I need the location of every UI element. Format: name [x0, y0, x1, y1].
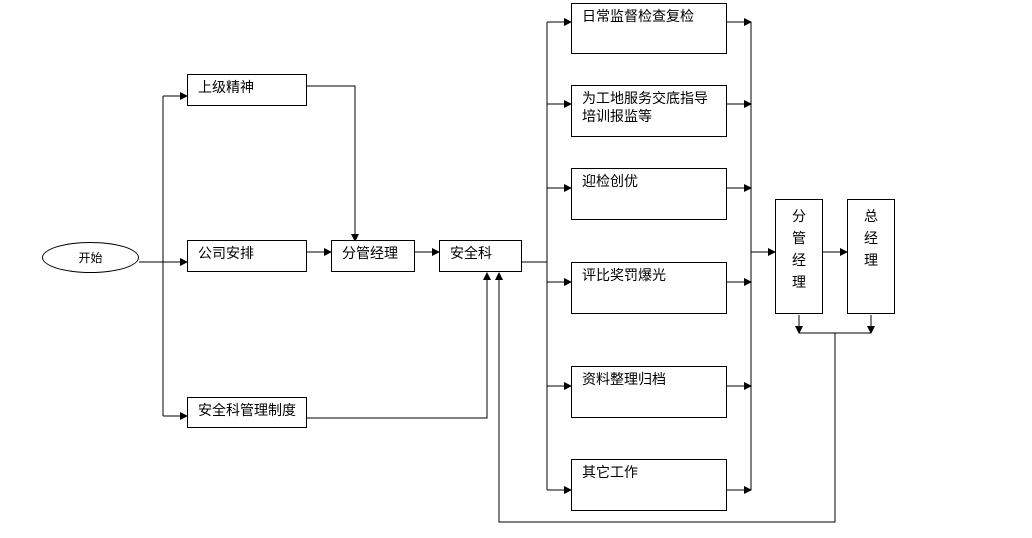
node-safety-system-label: 安全科管理制度: [198, 403, 296, 419]
node-archiving-label: 资料整理归档: [582, 372, 666, 388]
node-evaluation-label: 评比奖罚爆光: [582, 268, 666, 284]
node-safety-system: 安全科管理制度: [187, 397, 307, 428]
node-other-work-label: 其它工作: [582, 465, 638, 481]
node-evaluation: 评比奖罚爆光: [571, 262, 727, 314]
node-branch-manager-left: 分管经理: [331, 240, 415, 272]
edge-feedback-loop: [495, 272, 836, 523]
node-branch-manager-right-label: 分管经理: [792, 209, 806, 291]
node-safety-dept: 安全科: [439, 240, 522, 272]
node-inspection-excellence: 迎检创优: [571, 168, 727, 220]
node-other-work: 其它工作: [571, 459, 727, 511]
node-general-manager: 总经理: [847, 199, 895, 314]
node-safety-dept-label: 安全科: [450, 246, 492, 262]
node-general-manager-label: 总经理: [864, 209, 878, 269]
node-inspection-excellence-label: 迎检创优: [582, 174, 638, 190]
node-branch-manager-right: 分管经理: [775, 199, 823, 314]
node-daily-inspection: 日常监督检查复检: [571, 3, 727, 54]
node-site-service: 为工地服务交底指导培训报监等: [571, 85, 727, 137]
edge-superior-to-manager: [307, 85, 359, 242]
start-node: 开始: [42, 242, 139, 273]
node-company-arrangement: 公司安排: [187, 240, 307, 272]
node-archiving: 资料整理归档: [571, 366, 727, 418]
start-label: 开始: [78, 251, 103, 265]
edge-system-to-safety: [307, 272, 491, 419]
node-superior-spirit: 上级精神: [187, 74, 307, 106]
node-company-arrangement-label: 公司安排: [198, 246, 254, 262]
node-superior-spirit-label: 上级精神: [198, 80, 254, 96]
node-branch-manager-left-label: 分管经理: [342, 246, 398, 262]
node-daily-inspection-label: 日常监督检查复检: [582, 9, 694, 25]
node-site-service-label: 为工地服务交底指导培训报监等: [582, 91, 708, 125]
